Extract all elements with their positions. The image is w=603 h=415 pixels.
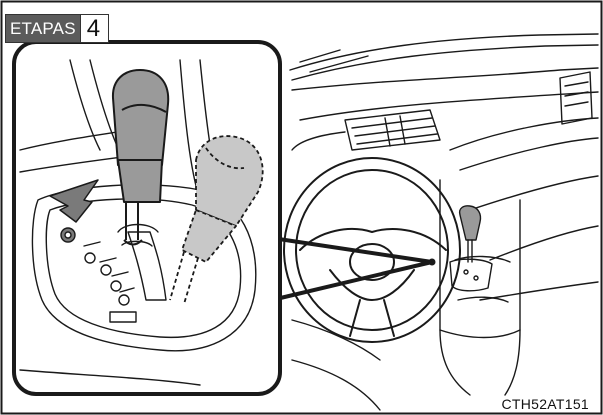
step-badge: ETAPAS 4 [5,14,110,43]
step-number: 4 [79,15,109,42]
steering-wheel-icon [283,157,461,343]
callout-lines [271,236,433,302]
detail-inset [12,40,282,396]
shift-knob-icon [111,69,170,246]
car-shift-lever [449,205,493,292]
callout-point [428,258,436,266]
push-arrow-icon [49,179,99,223]
shifted-knob-ghost-icon [169,135,264,305]
step-label: ETAPAS [6,15,80,42]
dashboard-illustration [289,33,599,411]
figure-code: CTH52AT151 [501,396,589,412]
